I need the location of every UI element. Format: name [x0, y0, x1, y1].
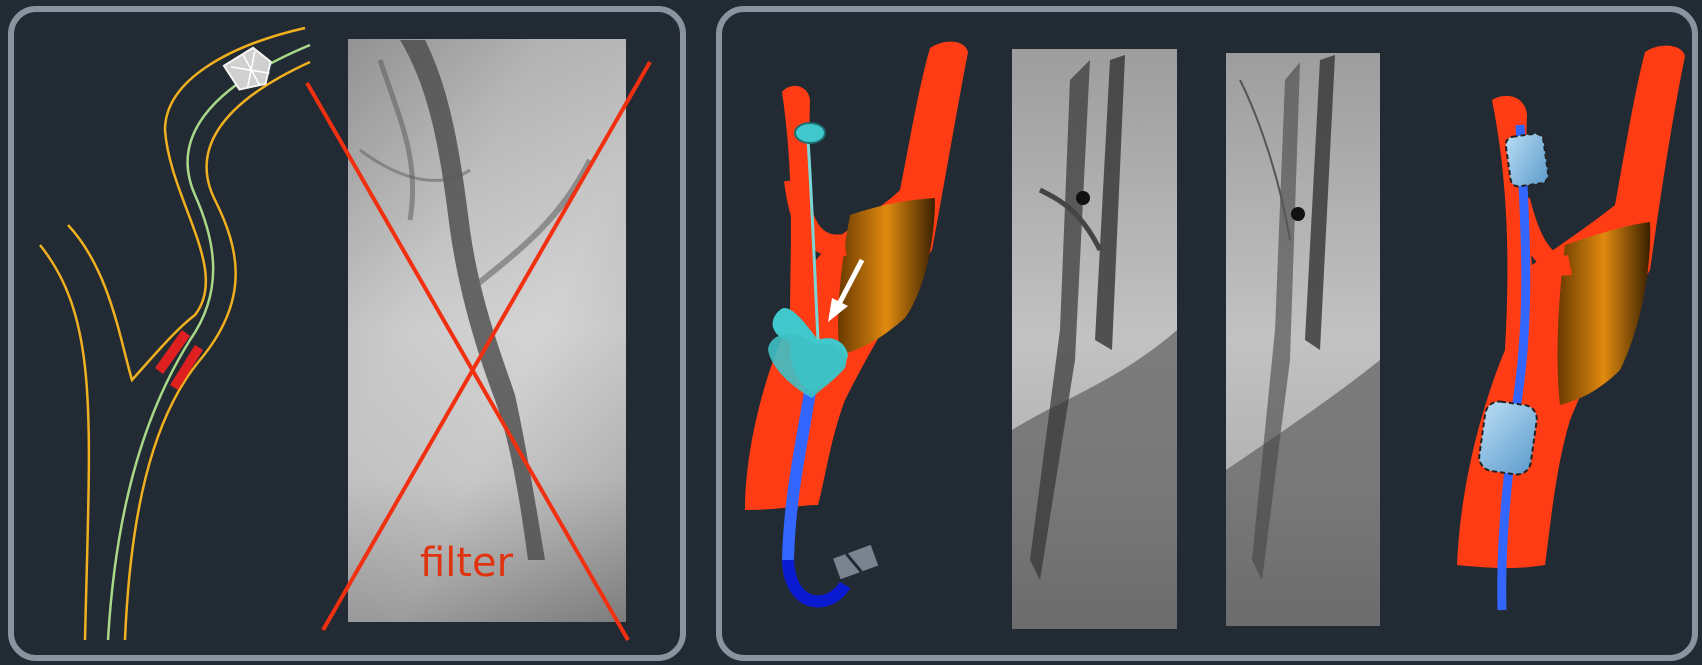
vessel-schematic [40, 28, 310, 640]
artery-diagram-stents [1457, 46, 1685, 610]
fluoroscopy-image-1 [1012, 49, 1177, 629]
angiogram-image [348, 39, 626, 622]
artery-diagram-balloon [745, 42, 968, 602]
catheter-hub-icon [833, 545, 878, 579]
filter-label: filter [420, 540, 513, 586]
fluoroscopy-image-2 [1226, 53, 1380, 626]
